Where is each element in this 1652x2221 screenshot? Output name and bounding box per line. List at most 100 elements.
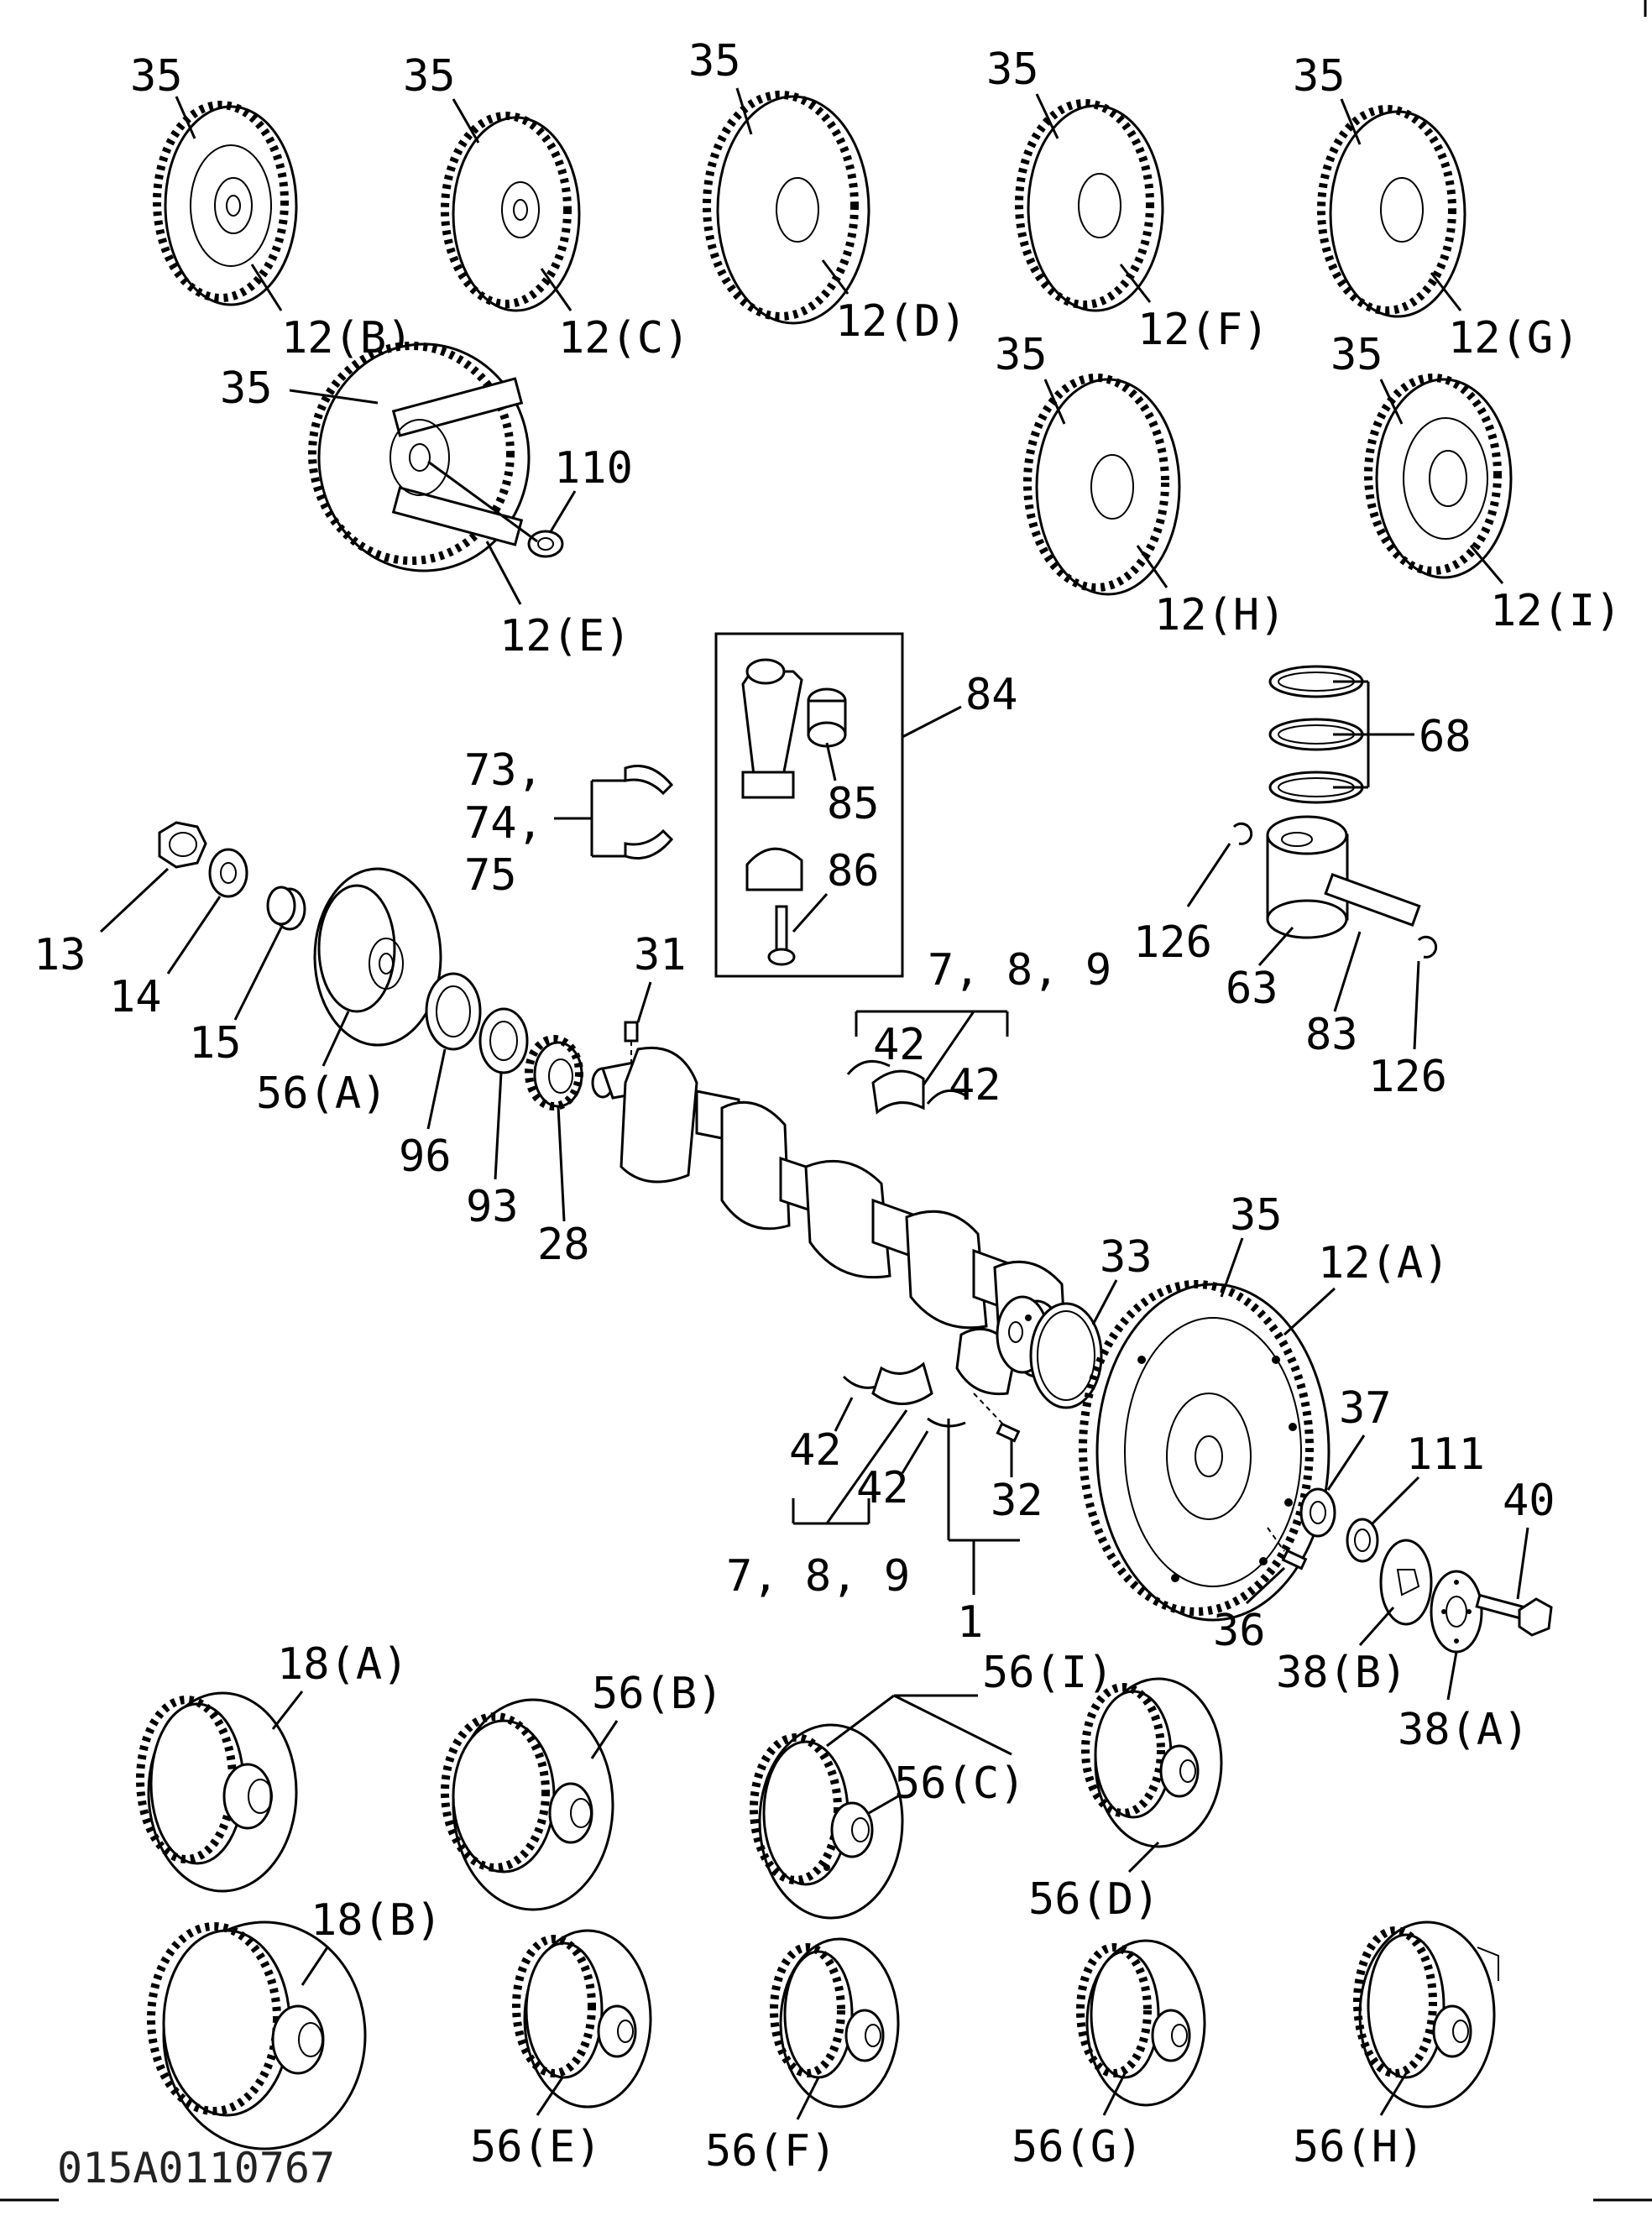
label-56e: 56(E) <box>470 2122 602 2172</box>
label-96: 96 <box>399 1131 452 1182</box>
label-126-right: 126 <box>1368 1052 1447 1102</box>
label-12c: 12(C) <box>558 313 690 363</box>
label-38b: 38(B) <box>1276 1648 1408 1698</box>
label-56d: 56(D) <box>1028 1874 1160 1925</box>
washer-14 <box>208 848 248 898</box>
leader-56a <box>322 1011 350 1067</box>
label-35-fw-h: 35 <box>995 330 1048 380</box>
leader-35-fw-b <box>175 96 196 139</box>
bearing-37 <box>1299 1487 1336 1538</box>
leader-56d <box>1127 1841 1160 1873</box>
label-35-fw-f: 35 <box>986 44 1039 95</box>
flywheel-12h <box>1023 374 1181 596</box>
label-35-fw-c: 35 <box>403 51 456 102</box>
leader-35-fw-f <box>1035 93 1059 139</box>
leader-28 <box>557 1105 566 1222</box>
leader-12b <box>250 264 283 311</box>
leader-35-fw-c <box>452 98 480 144</box>
bushing-85 <box>807 687 847 748</box>
bushing-15 <box>266 886 306 931</box>
leader-35-fw-h <box>1043 379 1066 425</box>
label-13: 13 <box>34 930 86 980</box>
label-31: 31 <box>634 930 687 980</box>
crankshaft-1 <box>591 1046 1068 1396</box>
leader-56b <box>590 1720 619 1759</box>
leader-12c <box>540 268 572 311</box>
label-111: 111 <box>1406 1429 1485 1480</box>
label-40: 40 <box>1503 1476 1555 1526</box>
flywheel-12a <box>1079 1280 1330 1622</box>
label-18b: 18(B) <box>311 1895 442 1946</box>
pulley-56g <box>1076 1939 1206 2107</box>
label-35-fw-g: 35 <box>1293 51 1346 102</box>
rod-bolt-86 <box>767 905 796 966</box>
dowel-pin-32 <box>996 1422 1021 1443</box>
leader-56c <box>868 1795 899 1815</box>
flywheel-12g <box>1317 105 1466 318</box>
nut-13 <box>158 821 207 869</box>
leader-36 <box>1245 1566 1286 1605</box>
leader-38b <box>1358 1607 1395 1646</box>
label-15: 15 <box>189 1018 242 1069</box>
label-85: 85 <box>827 779 880 829</box>
gear-28 <box>525 1035 583 1110</box>
label-35-fw-d: 35 <box>688 36 741 86</box>
plate-38b <box>1379 1539 1433 1626</box>
flywheel-12e <box>308 342 531 572</box>
leader-126-right <box>1413 960 1420 1050</box>
label-37: 37 <box>1339 1383 1392 1434</box>
label-35-fw-i: 35 <box>1330 330 1383 380</box>
label-110: 110 <box>554 443 633 494</box>
leader-18b <box>301 1947 329 1986</box>
leader-85 <box>825 742 837 781</box>
thrust-washer-42-top-left <box>846 1059 891 1075</box>
leader-110 <box>548 490 577 534</box>
label-1: 1 <box>957 1597 983 1648</box>
leader-56g <box>1102 2072 1127 2116</box>
leader-38a <box>1446 1651 1458 1701</box>
label-35-fw-b: 35 <box>130 51 183 102</box>
leader-13 <box>99 867 170 933</box>
flywheel-12i <box>1364 374 1513 579</box>
ring-93 <box>478 1007 529 1074</box>
leader-96 <box>426 1048 447 1130</box>
seal-111 <box>1346 1518 1379 1563</box>
pin-36 <box>1281 1549 1308 1570</box>
piston-pin-83 <box>1324 872 1421 928</box>
leader-35-fw-g <box>1340 98 1362 145</box>
leader-37 <box>1326 1435 1366 1491</box>
leader-93 <box>494 1072 503 1180</box>
label-12i: 12(I) <box>1490 586 1622 636</box>
leader-12a <box>1283 1287 1336 1336</box>
leader-15 <box>233 927 283 1021</box>
leader-12d <box>821 259 850 295</box>
leader-31 <box>636 981 652 1023</box>
label-38a: 38(A) <box>1398 1705 1529 1755</box>
bolt-40 <box>1475 1593 1553 1637</box>
leader-86 <box>792 893 829 933</box>
label-126-left: 126 <box>1133 917 1212 968</box>
snap-ring-126-left <box>1232 822 1253 845</box>
main-bearing-top <box>871 1069 925 1115</box>
leader-126-left <box>1186 843 1231 907</box>
label-12d: 12(D) <box>835 296 967 347</box>
pulley-56e <box>512 1929 652 2109</box>
leader-35-fw-e <box>289 389 379 405</box>
leader-12g <box>1430 272 1462 311</box>
label-12g: 12(G) <box>1448 313 1580 363</box>
leader-18a <box>271 1691 304 1730</box>
pulley-56a <box>313 867 442 1047</box>
main-bearing-bottom <box>871 1361 933 1405</box>
label-75: 75 <box>464 850 517 901</box>
bearing-shell-upper <box>624 765 674 796</box>
label-12a: 12(A) <box>1318 1238 1450 1288</box>
leader-14 <box>166 896 222 975</box>
flywheel-12f <box>1015 99 1164 312</box>
label-789-top: 7, 8, 9 <box>928 945 1111 996</box>
label-83: 83 <box>1305 1010 1358 1060</box>
plate-38a <box>1430 1570 1483 1654</box>
leader-12h <box>1136 545 1168 588</box>
label-35-main: 35 <box>1230 1190 1283 1241</box>
rod-cap <box>745 847 803 891</box>
